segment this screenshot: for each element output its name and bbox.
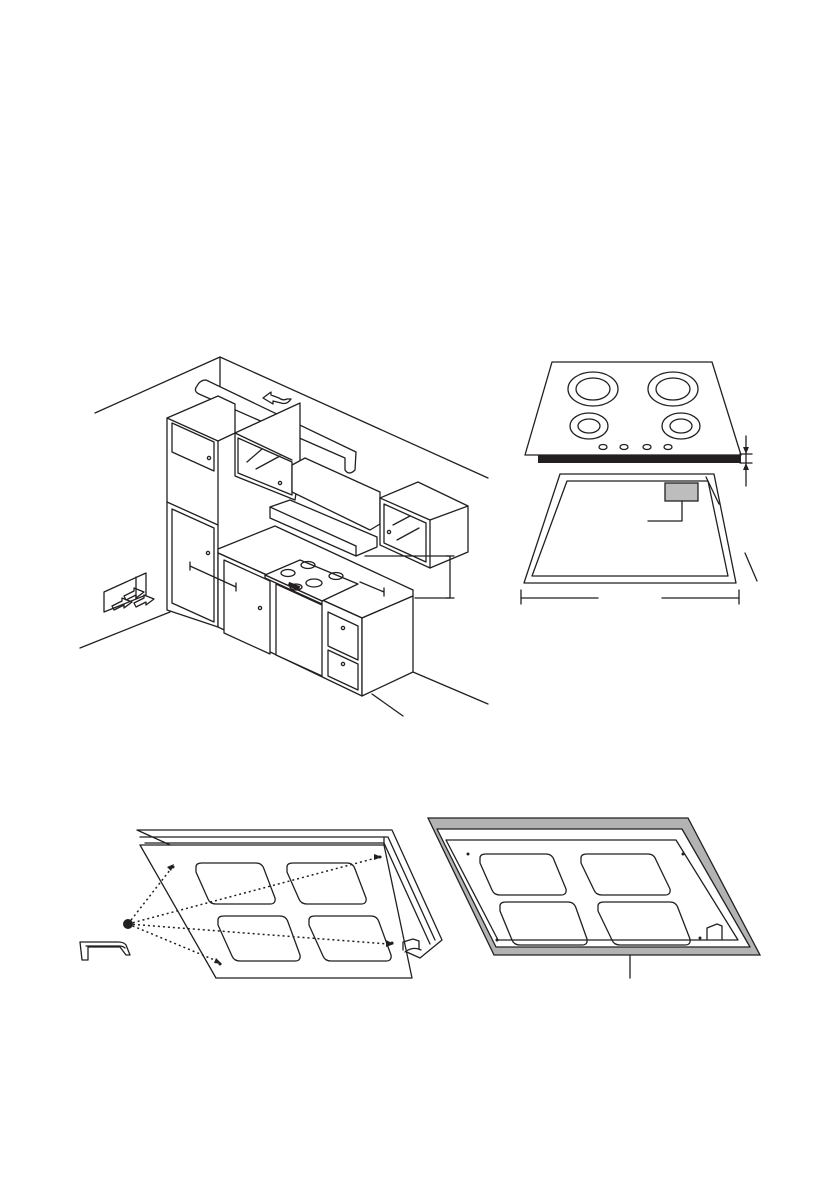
cable-box: [665, 483, 698, 501]
exhaust-arrow-icon: [263, 392, 291, 404]
power-outlet-icon: [104, 573, 154, 612]
fixing-bracket-icon: [80, 942, 130, 960]
sealing-strip-figure: [428, 818, 760, 978]
kitchen-installation-figure: [80, 357, 488, 716]
wall-cabinet-left: [235, 403, 300, 500]
worktop-cutout: [524, 474, 736, 583]
hob-cutout-figure: [521, 362, 757, 604]
wall-cabinet-right: [380, 482, 468, 568]
bracket-fixing-figure: [80, 830, 442, 978]
base-counter: [218, 526, 413, 696]
hob-thickness-dimension: [740, 436, 752, 486]
hob-top: [525, 362, 741, 463]
